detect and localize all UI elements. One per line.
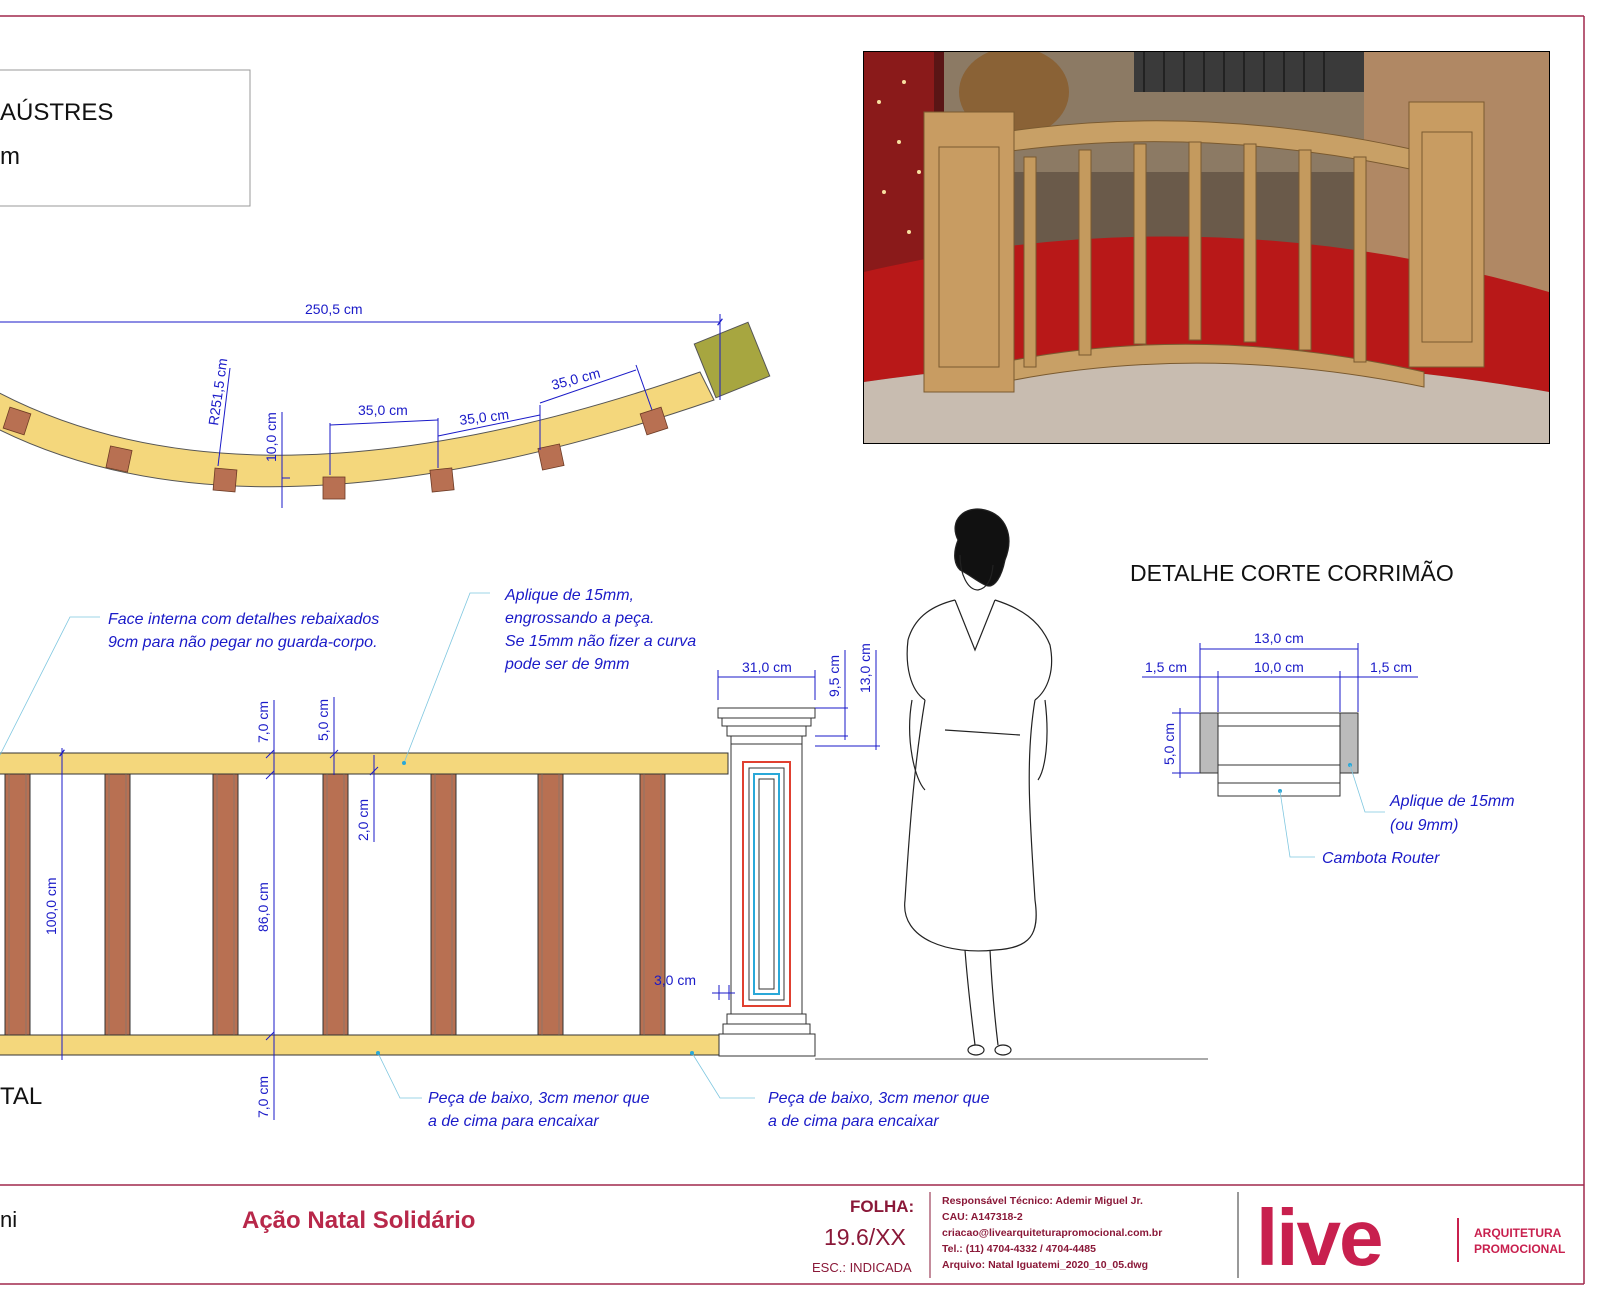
detail-title: DETALHE CORTE CORRIMÃO (1130, 560, 1454, 586)
detail-side-left: 1,5 cm (1145, 659, 1187, 675)
bottom-rail (0, 1034, 721, 1056)
header-line-1: AÚSTRES (0, 99, 113, 126)
plan-pillar (693, 321, 771, 399)
note-face-interna: Face interna com detalhes rebaixados 9cm… (108, 611, 379, 651)
folha-label: FOLHA: (850, 1197, 914, 1216)
top-rail (0, 752, 729, 775)
brand-logo: live ARQUITETURA PROMOCIONAL (1256, 1193, 1565, 1282)
detail-note-cambota: Cambota Router (1322, 850, 1440, 867)
dim-bottom-rail: 7,0 cm (255, 1076, 271, 1118)
info-line: criacao@livearquiteturapromocional.com.b… (942, 1227, 1162, 1239)
plan-view: 250,5 cm R251,5 cm 10,0 cm 35,0 cm 35,0 … (0, 301, 771, 508)
info-line: Arquivo: Natal Iguatemi_2020_10_05.dwg (942, 1259, 1148, 1271)
note-aplique-line: Aplique de 15mm, (504, 587, 634, 604)
detail-height: 5,0 cm (1161, 723, 1177, 765)
dim-spacing-1: 35,0 cm (358, 402, 408, 418)
note-bottom-2-line: Peça de baixo, 3cm menor que (768, 1090, 990, 1107)
dim-top-rail: 7,0 cm (255, 701, 271, 743)
note-aplique-line: Se 15mm não fizer a curva (505, 633, 696, 650)
scale-label: ESC.: INDICADA (812, 1260, 912, 1275)
plan-baluster (429, 467, 455, 493)
logo-wordmark: live (1256, 1193, 1381, 1282)
dim-gap: 2,0 cm (355, 799, 371, 841)
note-face-line: Face interna com detalhes rebaixados (108, 611, 379, 628)
plan-baluster (639, 406, 669, 436)
note-aplique-line: pode ser de 9mm (504, 656, 630, 673)
plan-baluster (212, 467, 238, 493)
dim-rail-2: 5,0 cm (315, 699, 331, 741)
client-name: ni (0, 1207, 17, 1232)
info-line: Tel.: (11) 4704-4332 / 4704-4485 (942, 1243, 1096, 1255)
dim-capital-2: 13,0 cm (857, 643, 873, 693)
detail-width-inner: 10,0 cm (1254, 659, 1304, 675)
note-aplique-line: engrossando a peça. (505, 610, 654, 627)
plan-balusters (2, 406, 669, 500)
plan-baluster (105, 445, 133, 473)
dim-total-width: 250,5 cm (305, 301, 363, 317)
pillar-elevation (717, 707, 816, 1057)
plan-baluster (2, 406, 32, 436)
header-line-2: m (0, 143, 20, 170)
note-bottom-2-line: a de cima para encaixar (768, 1113, 939, 1130)
curved-rail (0, 371, 715, 488)
elevation-balusters (4, 773, 666, 1036)
info-line: CAU: A147318-2 (942, 1211, 1023, 1223)
info-line: Responsável Técnico: Ademir Miguel Jr. (942, 1195, 1143, 1207)
dim-pillar-width: 31,0 cm (742, 659, 792, 675)
sheet-border (0, 15, 1585, 1285)
dim-capital-1: 9,5 cm (826, 655, 842, 697)
dim-total-height: 100,0 cm (43, 877, 59, 935)
folha-value: 19.6/XX (824, 1224, 906, 1250)
dim-baluster-height: 86,0 cm (255, 882, 271, 932)
detail-width-total: 13,0 cm (1254, 630, 1304, 646)
elevation-view: 100,0 cm 86,0 cm 7,0 cm 5,0 cm 2,0 cm 7,… (0, 587, 1208, 1130)
note-aplique: Aplique de 15mm, engrossando a peça. Se … (504, 587, 696, 673)
logo-sub-line: PROMOCIONAL (1474, 1242, 1565, 1256)
note-bottom-1-line: Peça de baixo, 3cm menor que (428, 1090, 650, 1107)
detail-note-aplique: (ou 9mm) (1390, 817, 1458, 834)
detail-side-right: 1,5 cm (1370, 659, 1412, 675)
title-block: ni Ação Natal Solidário FOLHA: 19.6/XX E… (0, 1192, 1565, 1282)
plan-baluster (322, 476, 346, 500)
dim-pillar-offset: 3,0 cm (654, 972, 696, 988)
note-face-line: 9cm para não pegar no guarda-corpo. (108, 634, 378, 651)
render-photo (863, 51, 1550, 444)
human-figure (904, 508, 1053, 1056)
dim-spacing-3: 35,0 cm (550, 365, 602, 393)
note-bottom-1: Peça de baixo, 3cm menor que a de cima p… (428, 1090, 650, 1130)
elevation-label: TAL (0, 1083, 42, 1110)
dim-spacing-2: 35,0 cm (458, 406, 509, 428)
plan-baluster (537, 443, 565, 471)
dim-depth: 10,0 cm (263, 412, 279, 462)
note-bottom-1-line: a de cima para encaixar (428, 1113, 599, 1130)
header-box: AÚSTRES m (0, 69, 251, 207)
note-bottom-2: Peça de baixo, 3cm menor que a de cima p… (768, 1090, 990, 1130)
logo-sub-line: ARQUITETURA (1474, 1226, 1562, 1240)
project-name: Ação Natal Solidário (242, 1207, 475, 1234)
handrail-detail: DETALHE CORTE CORRIMÃO 13,0 cm 10,0 cm 1… (1130, 560, 1515, 867)
detail-note-aplique: Aplique de 15mm (1389, 793, 1515, 810)
